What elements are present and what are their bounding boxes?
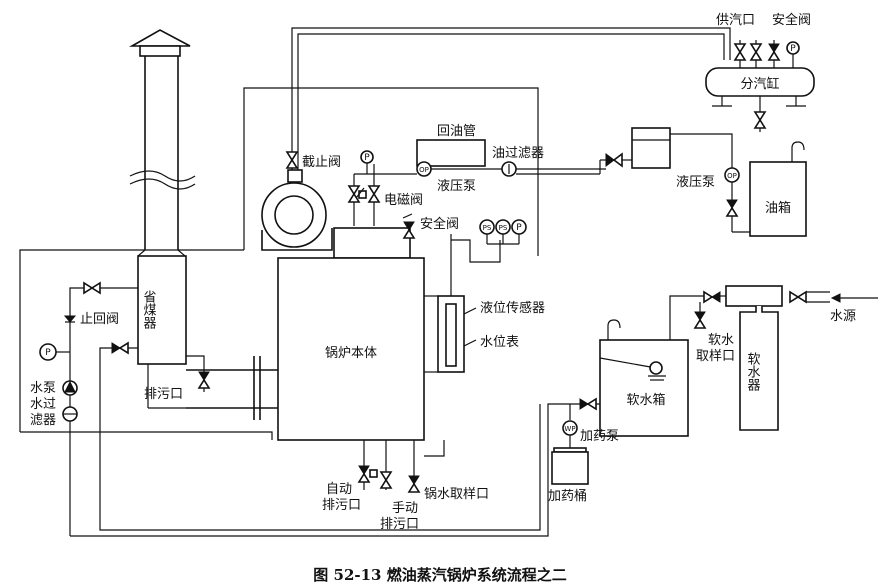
boiler-body-label: 锅炉本体	[325, 345, 377, 361]
hydraulic-pump-mid-label: 液压泵	[437, 179, 476, 194]
wp-symbol: WP	[564, 425, 575, 433]
ps-symbol-1: PS	[483, 224, 492, 232]
dosing-tank-label: 加药桶	[548, 489, 587, 504]
safety-valve-top-label: 安全阀	[772, 12, 811, 28]
burner-fan	[261, 169, 333, 251]
water-source-label: 水源	[830, 309, 856, 324]
oil-tank-label: 油箱	[765, 200, 791, 216]
oil-return-pipe-label: 回油管	[437, 124, 476, 139]
oil-filter-label: 油过滤器	[492, 146, 544, 161]
level-sensor-label: 液位传感器	[480, 300, 545, 316]
solenoid-valve-label: 电磁阀	[384, 193, 423, 208]
check-valve-label: 止回阀	[80, 312, 119, 327]
ps-symbol-2: PS	[499, 224, 508, 232]
feed-water-loop: 止回阀 P 水泵 水过 滤器 排污口	[19, 87, 576, 537]
steam-outlet-label: 供汽口	[716, 13, 755, 28]
chimney	[128, 29, 196, 257]
water-gauge-label: 水位表	[480, 335, 519, 350]
water-filter-label-2: 滤器	[30, 413, 56, 428]
op-symbol-mid: OP	[419, 166, 429, 174]
pressure-instruments: PS PS P	[451, 219, 527, 263]
steam-header-label: 分汽缸	[740, 76, 779, 92]
manual-blowdown-label-2: 排污口	[380, 517, 419, 532]
economizer: 省煤器	[137, 255, 187, 365]
hydraulic-pump-right-label: 液压泵	[676, 175, 715, 190]
flue-duct	[147, 356, 278, 420]
auto-blowdown-label-1: 自动	[326, 482, 352, 497]
steam-main: 截止阀	[285, 27, 731, 170]
stop-valve-label: 截止阀	[302, 155, 341, 170]
economizer-blowdown-label: 排污口	[144, 387, 183, 402]
safety-valve-mid: 安全阀	[402, 213, 459, 239]
p-symbol-oil: P	[364, 153, 370, 163]
boiler-body: 锅炉本体	[277, 227, 425, 441]
op-symbol-right: OP	[727, 172, 737, 180]
auto-blowdown-label-2: 排污口	[322, 498, 361, 513]
steam-header: 分汽缸 P 供汽口 安全阀	[705, 12, 815, 132]
boiler-blowdowns: 自动 排污口 手动 排污口 锅水取样口	[322, 440, 489, 532]
p-symbol-boiler: P	[516, 223, 522, 233]
p-symbol-header: P	[790, 44, 796, 54]
safety-valve-mid-label: 安全阀	[420, 216, 459, 232]
soft-water-tank-label: 软水箱	[626, 392, 665, 408]
soft-water-sample-label-1: 软水	[708, 333, 734, 348]
water-pump-label: 水泵	[30, 381, 56, 396]
soft-water-sample-label-2: 取样口	[696, 349, 735, 364]
boiler-water-sample-label: 锅水取样口	[424, 486, 489, 502]
softener-label: 软水器	[745, 352, 761, 392]
oil-system: 回油管 OP 液压泵 油过滤器 OP 液压泵 油箱 P	[347, 124, 807, 237]
figure-caption: 图 52-13 燃油蒸汽锅炉系统流程之二	[313, 566, 566, 584]
manual-blowdown-label-1: 手动	[392, 501, 418, 516]
water-gauge: 液位传感器 水位表	[424, 234, 545, 373]
p-symbol-feed: P	[45, 348, 51, 358]
water-filter-label-1: 水过	[30, 397, 56, 412]
dosing-pump-label: 加药泵	[580, 429, 619, 444]
economizer-label: 省煤器	[141, 290, 157, 330]
soft-water-system: 水源 软水器 软水 取样口 软水箱 WP 加药泵	[548, 285, 878, 504]
